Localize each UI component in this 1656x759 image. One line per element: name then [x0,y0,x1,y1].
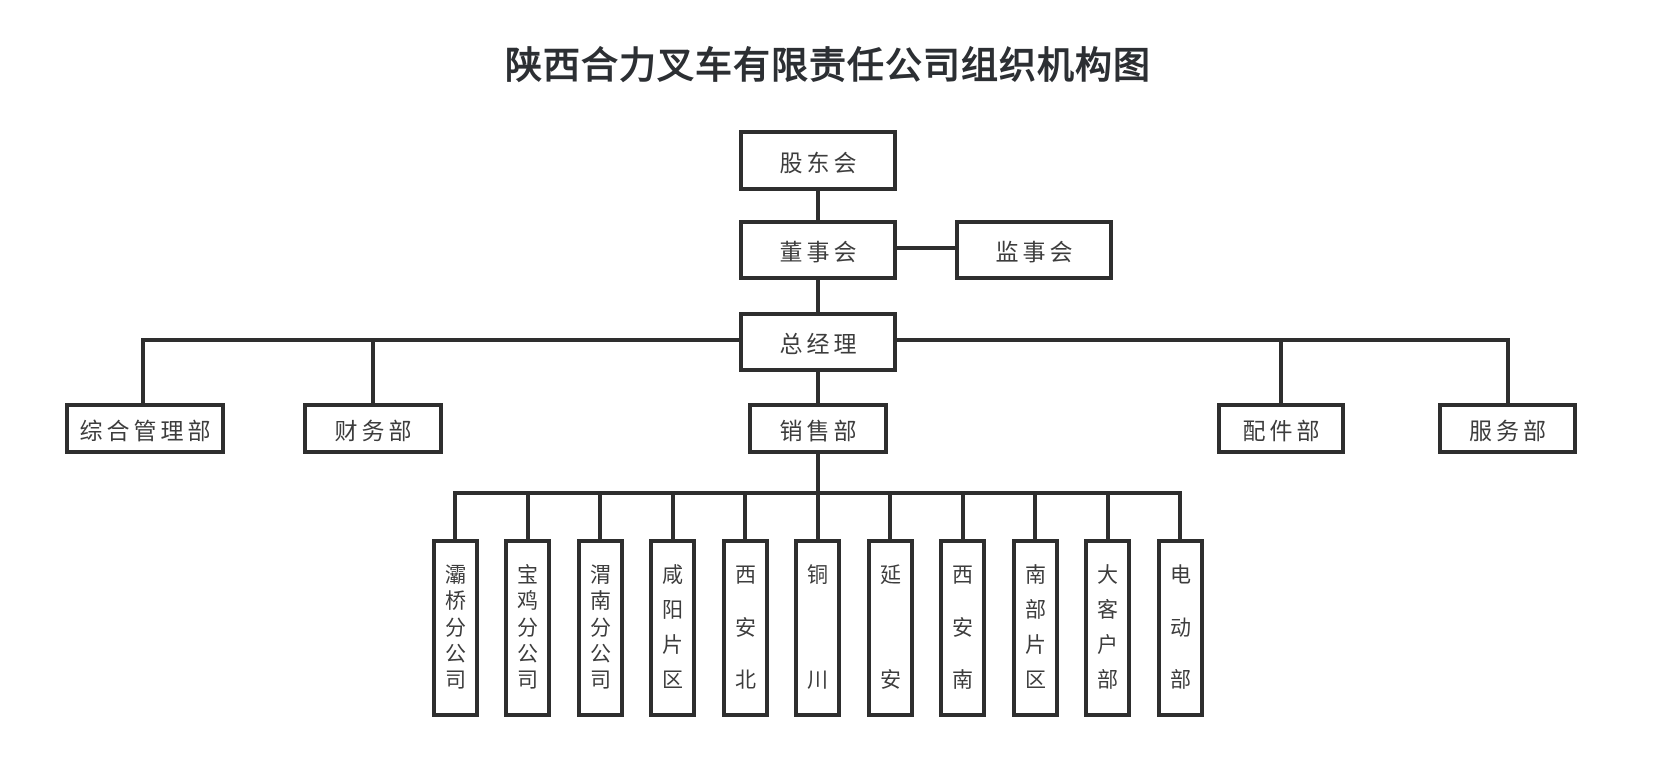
node-board-of-directors: 董事会 [739,220,897,280]
node-branch-southern-district: 南部片区 [1012,539,1059,717]
node-shareholders-meeting: 股东会 [739,130,897,191]
connector-drop-branch-10 [1106,491,1110,539]
node-branch-xianyang: 咸阳片区 [649,539,696,717]
chart-title: 陕西合力叉车有限责任公司组织机构图 [505,45,1151,86]
connector-drop-branch-1 [453,491,457,539]
node-branch-baqiao: 灞桥分公司 [432,539,479,717]
connector-drop-general-mgmt [141,338,145,405]
node-supervisory-board: 监事会 [955,220,1113,280]
connector-board-gm [816,278,820,314]
connector-drop-branch-4 [671,491,675,539]
node-dept-sales: 销售部 [748,403,888,454]
connector-sales-bus [816,452,820,495]
connector-drop-branch-8 [961,491,965,539]
node-dept-parts: 配件部 [1217,403,1345,454]
connector-board-supervisors [896,246,956,250]
connector-drop-branch-11 [1178,491,1182,539]
node-branch-yanan: 延安 [867,539,914,717]
connector-drop-branch-3 [598,491,602,539]
node-general-manager: 总经理 [739,312,897,372]
node-branch-weinan: 渭南分公司 [577,539,624,717]
node-branch-tongchuan: 铜川 [794,539,841,717]
node-branch-electric: 电动部 [1157,539,1204,717]
node-branch-xian-south: 西安南 [939,539,986,717]
node-dept-general-management: 综合管理部 [65,403,225,454]
connector-drop-branch-7 [888,491,892,539]
node-branch-baoji: 宝鸡分公司 [504,539,551,717]
node-branch-xian-north: 西安北 [722,539,769,717]
node-branch-key-accounts: 大客户部 [1084,539,1131,717]
node-dept-service: 服务部 [1438,403,1577,454]
connector-drop-parts [1279,338,1283,405]
node-dept-finance: 财务部 [303,403,443,454]
connector-drop-branch-6 [816,491,820,539]
connector-shareholders-board [816,190,820,222]
connector-gm-sales [816,370,820,405]
connector-drop-branch-5 [743,491,747,539]
connector-drop-branch-9 [1033,491,1037,539]
connector-drop-finance [371,338,375,405]
connector-drop-service [1506,338,1510,405]
connector-drop-branch-2 [526,491,530,539]
